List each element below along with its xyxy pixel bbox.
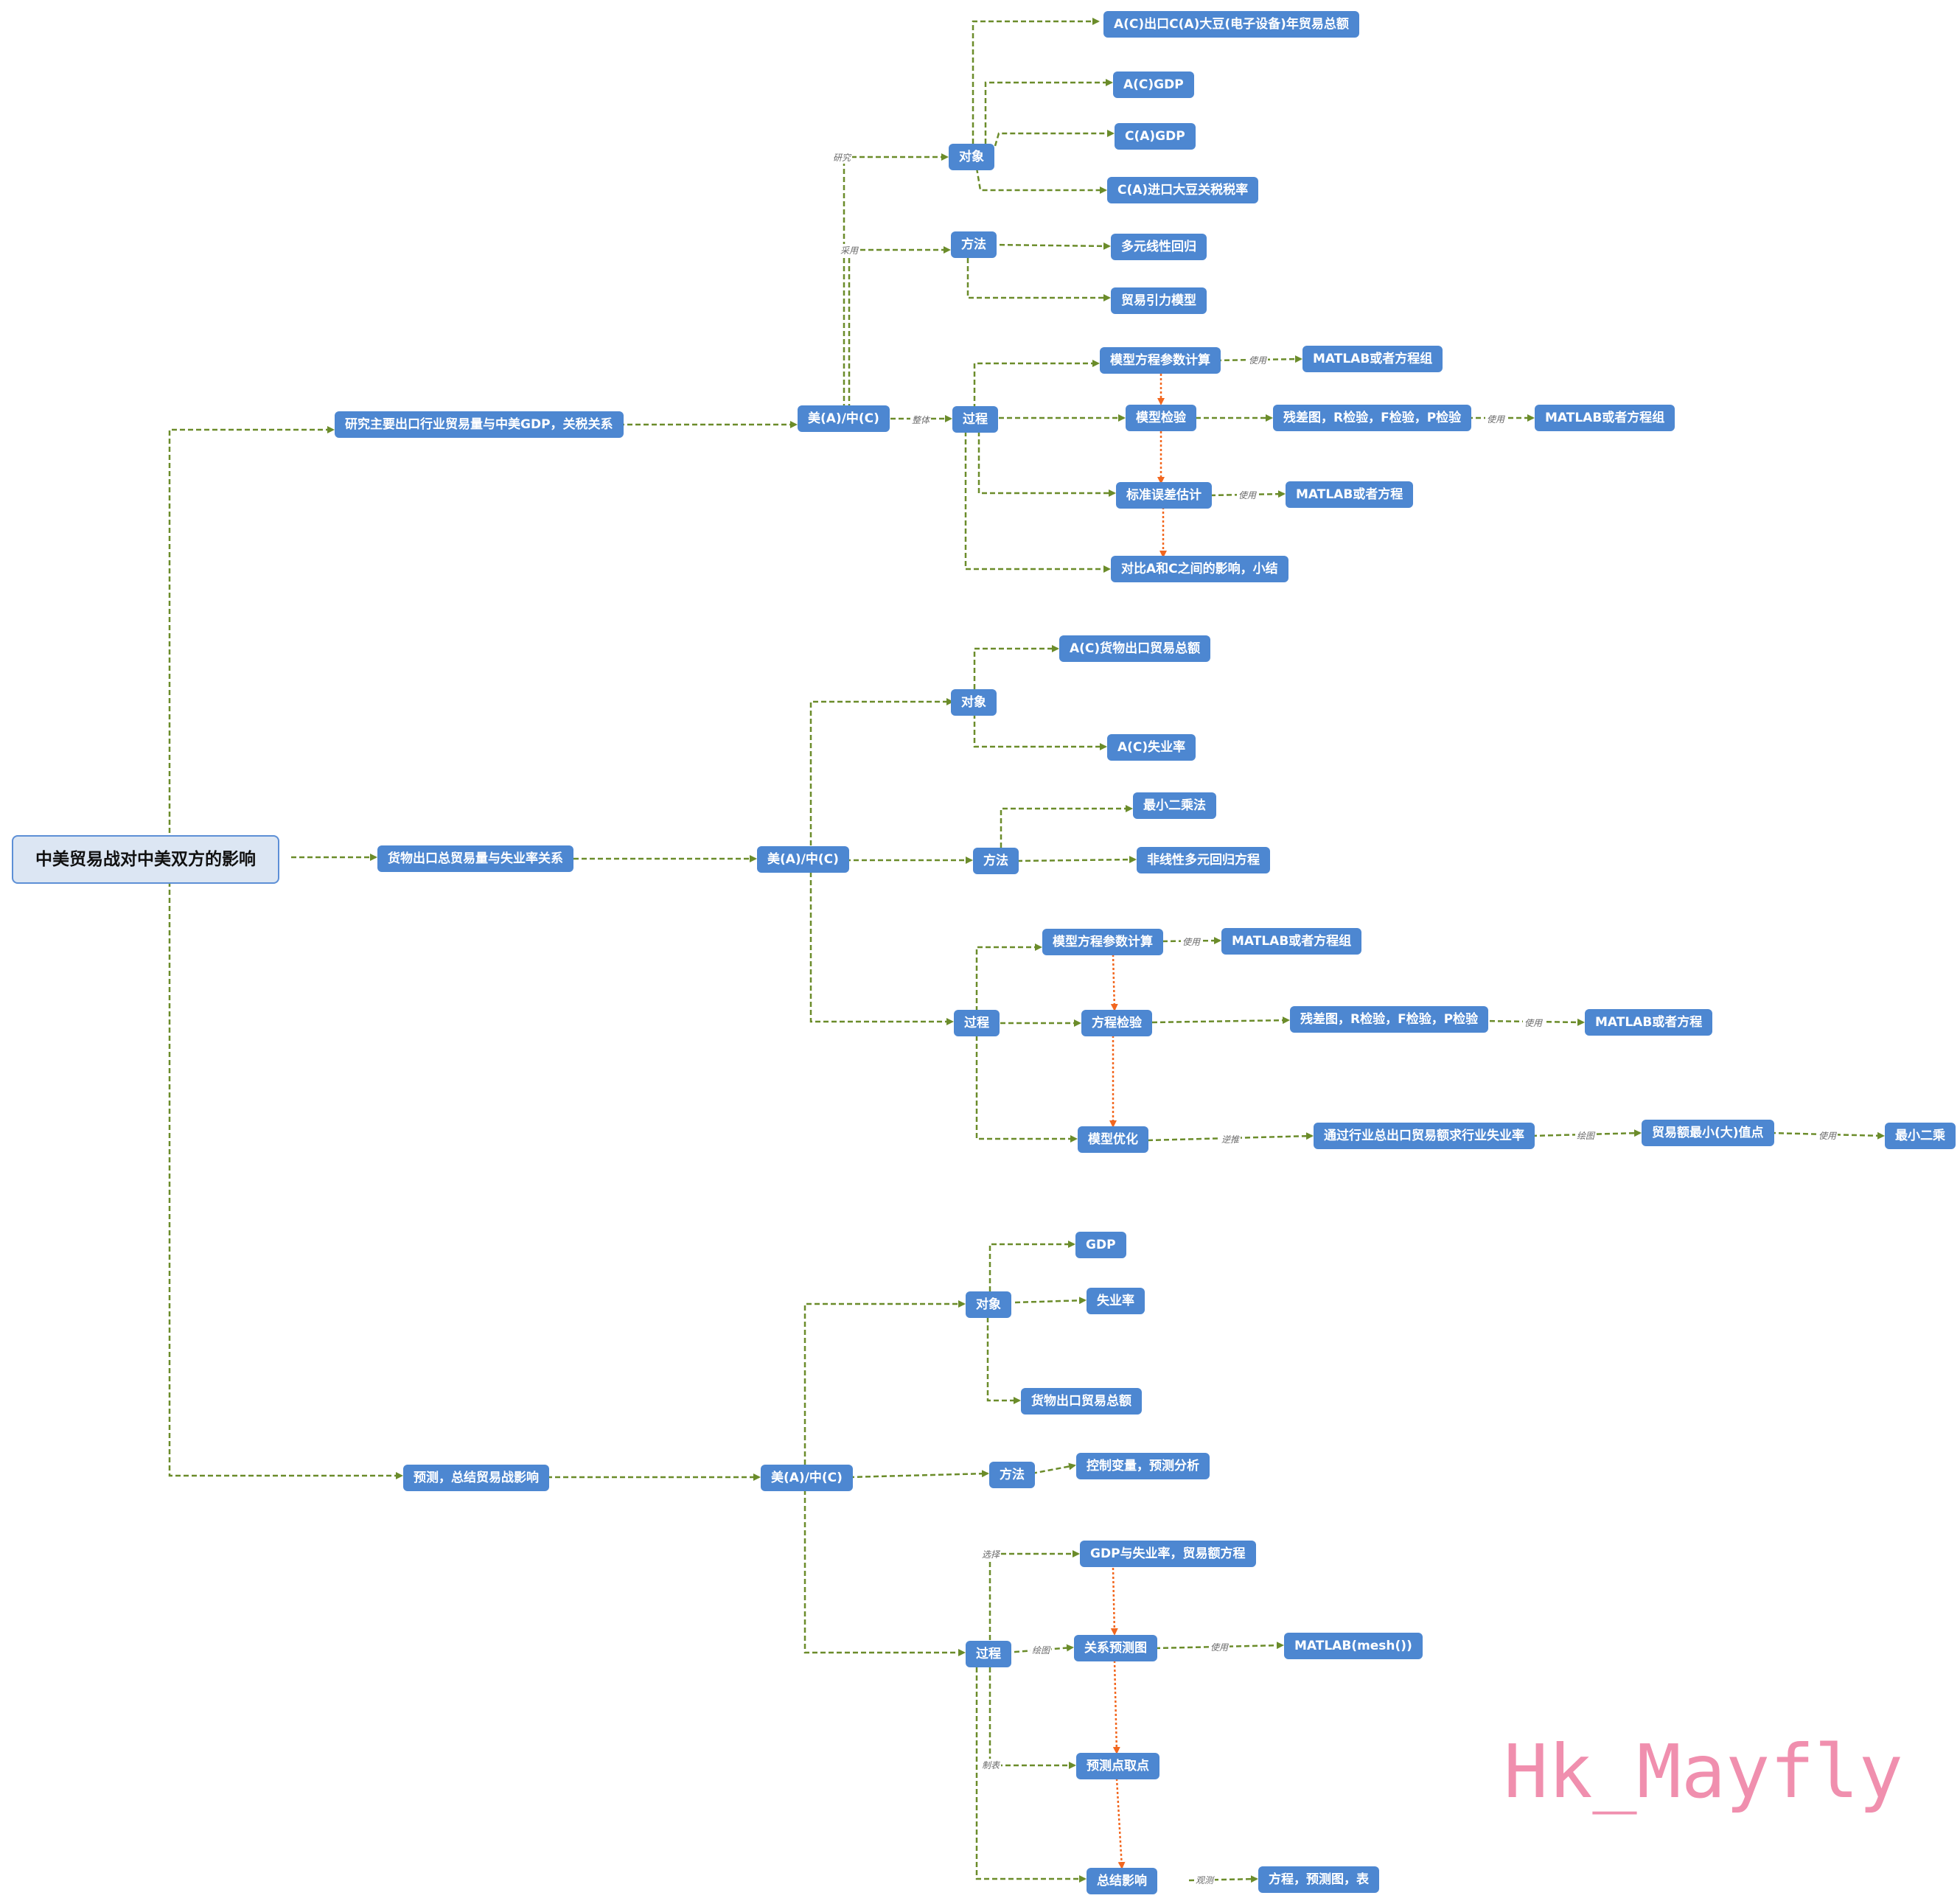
edge-label-draw-table: 制表 <box>980 1759 1002 1771</box>
edge-label-whole: 整体 <box>910 414 932 426</box>
branch1-step-3[interactable]: 标准误差估计 <box>1116 482 1212 509</box>
edge-label-select: 选择 <box>980 1548 1002 1560</box>
branch3-method[interactable]: 方法 <box>989 1462 1035 1488</box>
branch3-step-1[interactable]: GDP与失业率，贸易额方程 <box>1080 1541 1256 1567</box>
edge-label-apply: 使用 <box>1247 354 1269 366</box>
branch2-object-item-1[interactable]: A(C)货物出口贸易总额 <box>1059 635 1211 662</box>
branch2-step-2[interactable]: 方程检验 <box>1081 1010 1152 1036</box>
branch2-tool-1[interactable]: MATLAB或者方程组 <box>1221 928 1362 955</box>
branch2-tests[interactable]: 残差图，R检验，F检验，P检验 <box>1290 1006 1489 1033</box>
branch2-step-1[interactable]: 模型方程参数计算 <box>1042 929 1163 955</box>
edge-label-study: 研究 <box>831 151 853 164</box>
edge-label-plot: 绘图 <box>1575 1129 1597 1142</box>
branch3-tool[interactable]: MATLAB(mesh()) <box>1284 1633 1423 1659</box>
branch2-method[interactable]: 方法 <box>973 848 1019 874</box>
branch1-tool-3[interactable]: MATLAB或者方程 <box>1286 481 1414 508</box>
edge-label-view: 观测 <box>1194 1874 1216 1886</box>
watermark: Hk_Mayfly <box>1504 1729 1903 1815</box>
edge-label-apply: 使用 <box>1817 1129 1838 1142</box>
branch3-process[interactable]: 过程 <box>966 1641 1011 1667</box>
root-topic[interactable]: 中美贸易战对中美双方的影响 <box>12 835 279 884</box>
branch1-method-item-1[interactable]: 多元线性回归 <box>1111 234 1207 260</box>
branch1-object-item-4[interactable]: C(A)进口大豆关税税率 <box>1107 177 1259 203</box>
branch2-least-squares[interactable]: 最小二乘 <box>1885 1123 1956 1149</box>
branch1-step-2[interactable]: 模型检验 <box>1126 405 1196 431</box>
branch1-tool-2[interactable]: MATLAB或者方程组 <box>1535 405 1675 431</box>
edge-label-apply: 使用 <box>1523 1016 1544 1029</box>
branch1-tool-1[interactable]: MATLAB或者方程组 <box>1302 346 1443 372</box>
branch1-method-item-2[interactable]: 贸易引力模型 <box>1111 287 1207 314</box>
branch2-step-3[interactable]: 模型优化 <box>1078 1126 1148 1153</box>
branch3-hub[interactable]: 美(A)/中(C) <box>761 1465 853 1491</box>
branch1-title[interactable]: 研究主要出口行业贸易量与中美GDP，关税关系 <box>335 411 624 438</box>
edge-label-apply: 使用 <box>1181 935 1202 948</box>
branch2-tool-2[interactable]: MATLAB或者方程 <box>1585 1009 1713 1036</box>
branch1-object-item-1[interactable]: A(C)出口C(A)大豆(电子设备)年贸易总额 <box>1103 11 1359 38</box>
branch2-hub[interactable]: 美(A)/中(C) <box>757 846 849 873</box>
edge-label-reverse: 逆推 <box>1220 1133 1241 1145</box>
edge-label-apply: 使用 <box>1209 1641 1230 1653</box>
branch2-object-item-2[interactable]: A(C)失业率 <box>1107 734 1196 761</box>
branch3-object-item-1[interactable]: GDP <box>1075 1232 1126 1258</box>
edge-label-plot: 绘图 <box>1030 1644 1052 1656</box>
branch2-method-item-1[interactable]: 最小二乘法 <box>1133 792 1216 819</box>
branch2-title[interactable]: 货物出口总贸易量与失业率关系 <box>377 845 573 872</box>
edge-label-use: 采用 <box>839 244 860 257</box>
branch3-step-4[interactable]: 总结影响 <box>1087 1868 1157 1894</box>
branch1-tests[interactable]: 残差图，R检验，F检验，P检验 <box>1273 405 1472 431</box>
branch2-reverse[interactable]: 通过行业总出口贸易额求行业失业率 <box>1314 1123 1535 1149</box>
branch3-step-3[interactable]: 预测点取点 <box>1076 1753 1159 1779</box>
branch1-object-item-2[interactable]: A(C)GDP <box>1113 71 1194 98</box>
branch3-method-item-1[interactable]: 控制变量，预测分析 <box>1076 1453 1210 1479</box>
branch3-output[interactable]: 方程，预测图，表 <box>1258 1866 1379 1893</box>
branch2-process[interactable]: 过程 <box>954 1010 1000 1036</box>
branch1-object-item-3[interactable]: C(A)GDP <box>1115 123 1196 150</box>
branch3-title[interactable]: 预测，总结贸易战影响 <box>403 1465 549 1491</box>
edge-label-apply: 使用 <box>1237 489 1258 501</box>
branch1-step-4[interactable]: 对比A和C之间的影响，小结 <box>1111 556 1288 582</box>
branch3-object-item-3[interactable]: 货物出口贸易总额 <box>1021 1388 1142 1415</box>
branch2-object[interactable]: 对象 <box>951 689 997 716</box>
branch2-extreme[interactable]: 贸易额最小(大)值点 <box>1642 1120 1774 1146</box>
branch1-method[interactable]: 方法 <box>951 231 997 258</box>
branch1-step-1[interactable]: 模型方程参数计算 <box>1100 347 1221 374</box>
branch1-object[interactable]: 对象 <box>949 144 994 170</box>
edge-label-apply: 使用 <box>1485 413 1507 425</box>
branch3-step-2[interactable]: 关系预测图 <box>1074 1635 1157 1661</box>
branch2-method-item-2[interactable]: 非线性多元回归方程 <box>1137 847 1270 873</box>
branch3-object-item-2[interactable]: 失业率 <box>1087 1288 1145 1314</box>
branch3-object[interactable]: 对象 <box>966 1291 1011 1318</box>
branch1-hub[interactable]: 美(A)/中(C) <box>798 405 890 432</box>
branch1-process[interactable]: 过程 <box>952 406 998 433</box>
